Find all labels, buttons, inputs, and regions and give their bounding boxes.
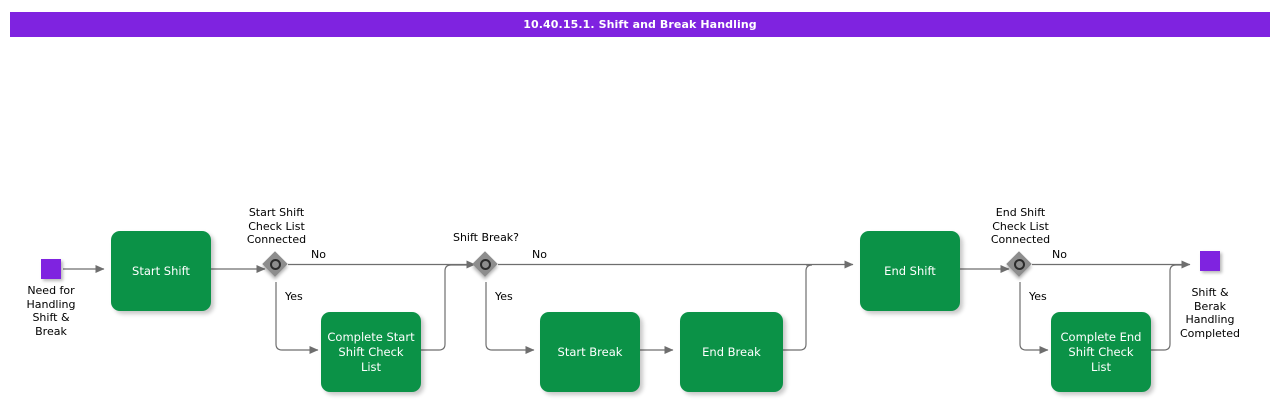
- task-complete-start-shift-check-list-label: Complete Start Shift Check List: [327, 329, 415, 374]
- edge-gw1-yes-to-task: [275, 282, 319, 354]
- edge-label-gw3-no: No: [1052, 248, 1067, 261]
- end-event-label: Shift & Berak Handling Completed: [1180, 286, 1240, 340]
- task-complete-end-shift-check-list-label: Complete End Shift Check List: [1060, 329, 1142, 374]
- task-end-break[interactable]: End Break: [680, 312, 783, 392]
- task-start-break[interactable]: Start Break: [540, 312, 640, 392]
- task-end-shift[interactable]: End Shift: [860, 231, 960, 311]
- edge-label-gw1-yes: Yes: [285, 290, 303, 303]
- edge-label-gw2-yes: Yes: [495, 290, 513, 303]
- edge-label-gw2-no: No: [532, 248, 547, 261]
- edge-task-start-checklist-to-gw2: [421, 264, 470, 351]
- start-event-need-for-handling[interactable]: [41, 259, 61, 279]
- gateway-shift-break[interactable]: [472, 251, 499, 278]
- edge-label-gw1-no: No: [311, 248, 326, 261]
- edge-task-end-checklist-to-end-event: [1151, 264, 1186, 351]
- edge-label-gw3-yes: Yes: [1029, 290, 1047, 303]
- task-end-break-label: End Break: [702, 344, 761, 359]
- edge-gw2-yes-to-start-break: [485, 282, 535, 354]
- gateway-end-shift-check-list-connected-label: End Shift Check List Connected: [990, 206, 1051, 246]
- gateway-circle-icon: [480, 259, 491, 270]
- task-complete-end-shift-check-list[interactable]: Complete End Shift Check List: [1051, 312, 1151, 392]
- start-event-label: Need for Handling Shift & Break: [26, 284, 76, 338]
- gateway-start-shift-check-list-connected[interactable]: [262, 251, 289, 278]
- task-start-shift-label: Start Shift: [132, 263, 190, 278]
- end-event-shift-break-handling-completed[interactable]: [1200, 251, 1220, 271]
- diagram-title-bar: 10.40.15.1. Shift and Break Handling: [10, 12, 1270, 37]
- task-start-shift[interactable]: Start Shift: [111, 231, 211, 311]
- gateway-start-shift-check-list-connected-label: Start Shift Check List Connected: [246, 206, 307, 246]
- task-start-break-label: Start Break: [557, 344, 623, 359]
- page-title: 10.40.15.1. Shift and Break Handling: [523, 18, 757, 31]
- task-end-shift-label: End Shift: [884, 263, 936, 278]
- gateway-circle-icon: [1014, 259, 1025, 270]
- gateway-circle-icon: [270, 259, 281, 270]
- gateway-shift-break-label: Shift Break?: [452, 231, 520, 244]
- task-complete-start-shift-check-list[interactable]: Complete Start Shift Check List: [321, 312, 421, 392]
- edge-gw3-yes-to-task: [1019, 282, 1049, 354]
- edge-end-break-to-end-shift: [783, 264, 813, 351]
- gateway-end-shift-check-list-connected[interactable]: [1006, 251, 1033, 278]
